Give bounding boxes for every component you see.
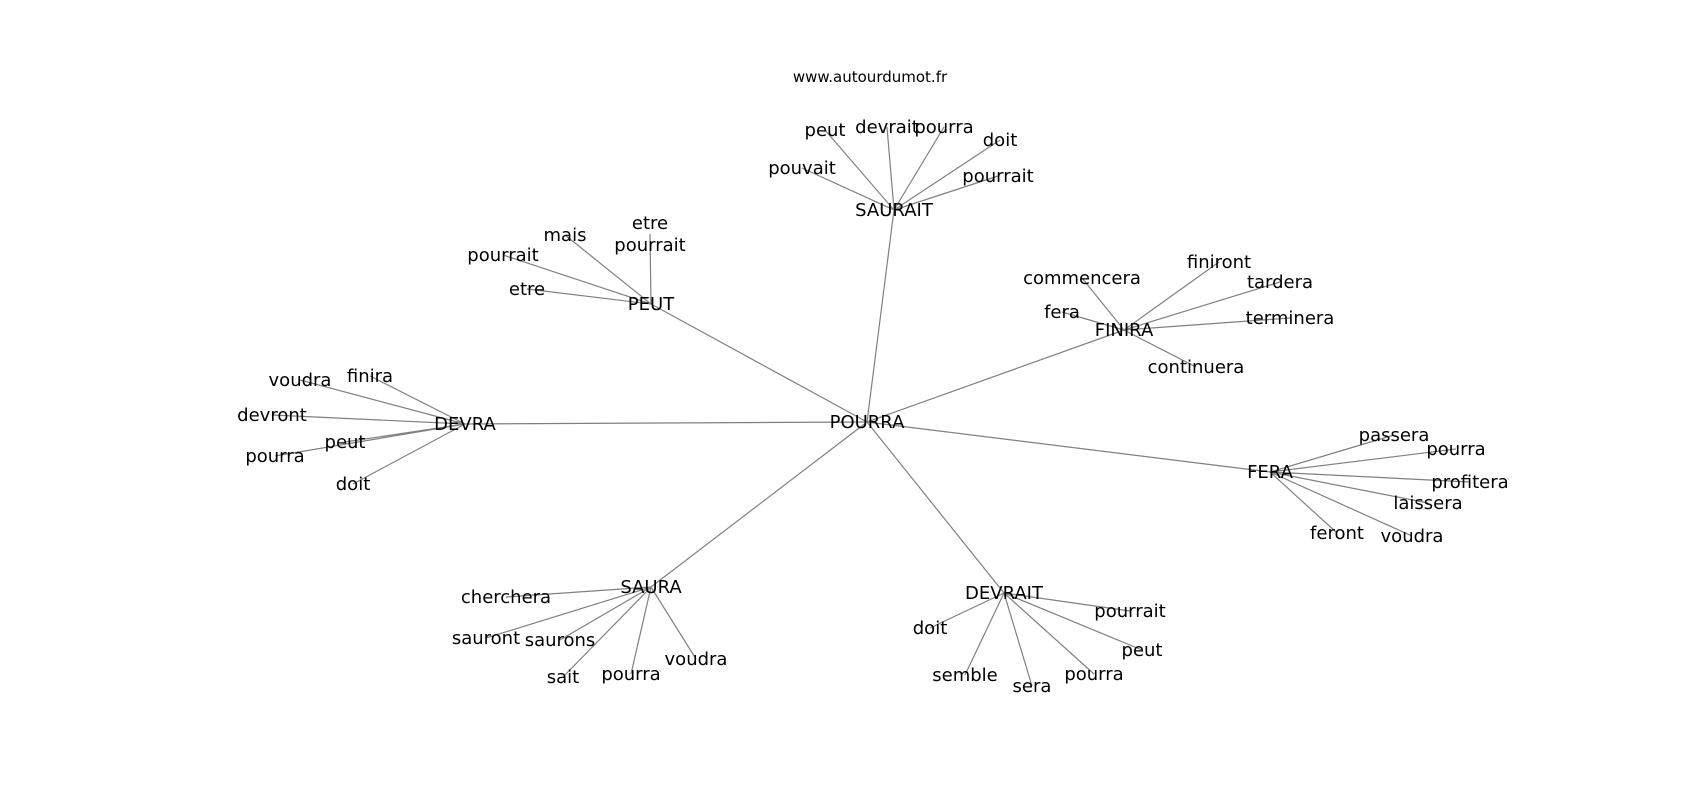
edge-6-4: [1003, 592, 1033, 687]
leaf-node-label: peut: [1122, 640, 1163, 661]
edge-4-1: [1269, 448, 1457, 473]
edge-3-2: [271, 414, 466, 425]
leaf-node-label: peut: [805, 120, 846, 141]
edge-5-3: [562, 586, 652, 678]
leaf-node-label: doit: [913, 618, 948, 639]
edge-center-0: [866, 209, 895, 423]
hub-node-label: PEUT: [628, 294, 675, 315]
edge-3-1: [369, 375, 466, 425]
edge-6-2: [1003, 592, 1143, 651]
hub-node-label: DEVRA: [434, 414, 496, 435]
leaf-node-label: continuera: [1148, 357, 1245, 378]
edge-1-2: [502, 254, 652, 305]
edge-4-3: [1269, 471, 1429, 504]
leaf-node-label: tardera: [1247, 272, 1313, 293]
leaf-node-label: sait: [547, 667, 579, 688]
center-node-label: POURRA: [830, 412, 905, 433]
leaf-node-label: pourra: [1426, 439, 1485, 460]
edge-center-6: [866, 421, 1005, 594]
edge-center-3: [464, 421, 868, 425]
leaf-node-label: devrait: [855, 117, 919, 138]
edge-1-3: [526, 288, 652, 305]
leaf-node-label: pourra: [245, 446, 304, 467]
hub-node-label: SAURA: [620, 577, 682, 598]
hub-node-label: FINIRA: [1095, 320, 1154, 341]
edge-1-1: [649, 233, 652, 305]
leaf-node-label: terminera: [1246, 308, 1335, 329]
edge-0-3: [893, 139, 1001, 211]
edge-3-0: [299, 379, 466, 425]
hub-node-label: FERA: [1247, 462, 1294, 483]
edge-2-2: [1123, 281, 1281, 331]
edge-2-4: [1123, 317, 1291, 331]
leaf-node-label: sera: [1013, 676, 1052, 697]
hub-node-label: DEVRAIT: [965, 583, 1044, 604]
leaf-node-label: finira: [347, 366, 393, 387]
leaf-node-label: pourra: [914, 117, 973, 138]
leaf-node-label: finiront: [1187, 252, 1251, 273]
edge-5-0: [505, 586, 652, 598]
leaf-node-label: feront: [1310, 523, 1364, 544]
leaf-node-label: pouvait: [768, 158, 836, 179]
hub-node-label: SAURAIT: [855, 200, 934, 221]
edge-6-0: [929, 592, 1005, 629]
leaf-node-label: saurons: [525, 630, 596, 651]
edge-5-2: [559, 586, 652, 641]
edge-2-0: [1081, 277, 1125, 331]
edge-4-2: [1269, 471, 1471, 483]
edge-0-1: [886, 126, 895, 211]
leaf-node-label: laissera: [1393, 493, 1462, 514]
edge-0-5: [893, 175, 999, 211]
leaf-node-label: pourra: [601, 664, 660, 685]
edge-5-5: [650, 586, 697, 660]
edge-1-0: [564, 234, 652, 305]
leaf-node-label: voudra: [269, 370, 332, 391]
leaf-node-label: pourrait: [962, 166, 1033, 187]
edge-center-1: [650, 303, 868, 423]
leaf-node-label: etre: [509, 279, 545, 300]
leaf-node-label: devront: [237, 405, 307, 426]
edge-2-1: [1123, 261, 1220, 331]
edge-3-5: [352, 423, 466, 485]
edge-6-5: [1003, 592, 1095, 675]
leaf-node-label: doit: [336, 474, 371, 495]
leaf-node-label: peut: [325, 432, 366, 453]
edge-6-1: [1003, 592, 1131, 612]
leaf-node-label: profitera: [1431, 472, 1508, 493]
leaf-node-label: pourrait: [1094, 601, 1165, 622]
edge-4-0: [1269, 434, 1395, 473]
edge-5-1: [485, 586, 652, 639]
edge-5-4: [630, 586, 652, 675]
leaf-node-label: pourra: [1064, 664, 1123, 685]
leaf-node-label: fera: [1044, 302, 1080, 323]
edge-0-0: [824, 129, 895, 211]
graph-edges: [271, 126, 1471, 687]
edge-2-5: [1123, 329, 1197, 368]
edge-center-2: [866, 329, 1125, 423]
leaf-node-label: semble: [932, 665, 998, 686]
edge-4-4: [1269, 471, 1338, 534]
edge-6-3: [964, 592, 1005, 676]
leaf-node-label: cherchera: [461, 587, 551, 608]
edge-center-5: [650, 421, 868, 588]
edge-4-5: [1269, 471, 1413, 537]
edge-3-4: [274, 423, 466, 457]
leaf-node-label: mais: [544, 225, 587, 246]
leaf-node-label: voudra: [1381, 526, 1444, 547]
edge-0-4: [801, 167, 895, 211]
leaf-node-label: passera: [1359, 425, 1430, 446]
edge-0-2: [893, 126, 945, 211]
site-url: www.autourdumot.fr: [793, 68, 948, 86]
leaf-node-label: commencera: [1023, 268, 1141, 289]
edge-center-4: [866, 421, 1271, 473]
edge-2-3: [1061, 311, 1125, 331]
leaf-node-label: pourrait: [467, 245, 538, 266]
leaf-node-label: doit: [983, 130, 1018, 151]
leaf-node-label: sauront: [452, 628, 520, 649]
leaf-node-label: voudra: [665, 649, 728, 670]
